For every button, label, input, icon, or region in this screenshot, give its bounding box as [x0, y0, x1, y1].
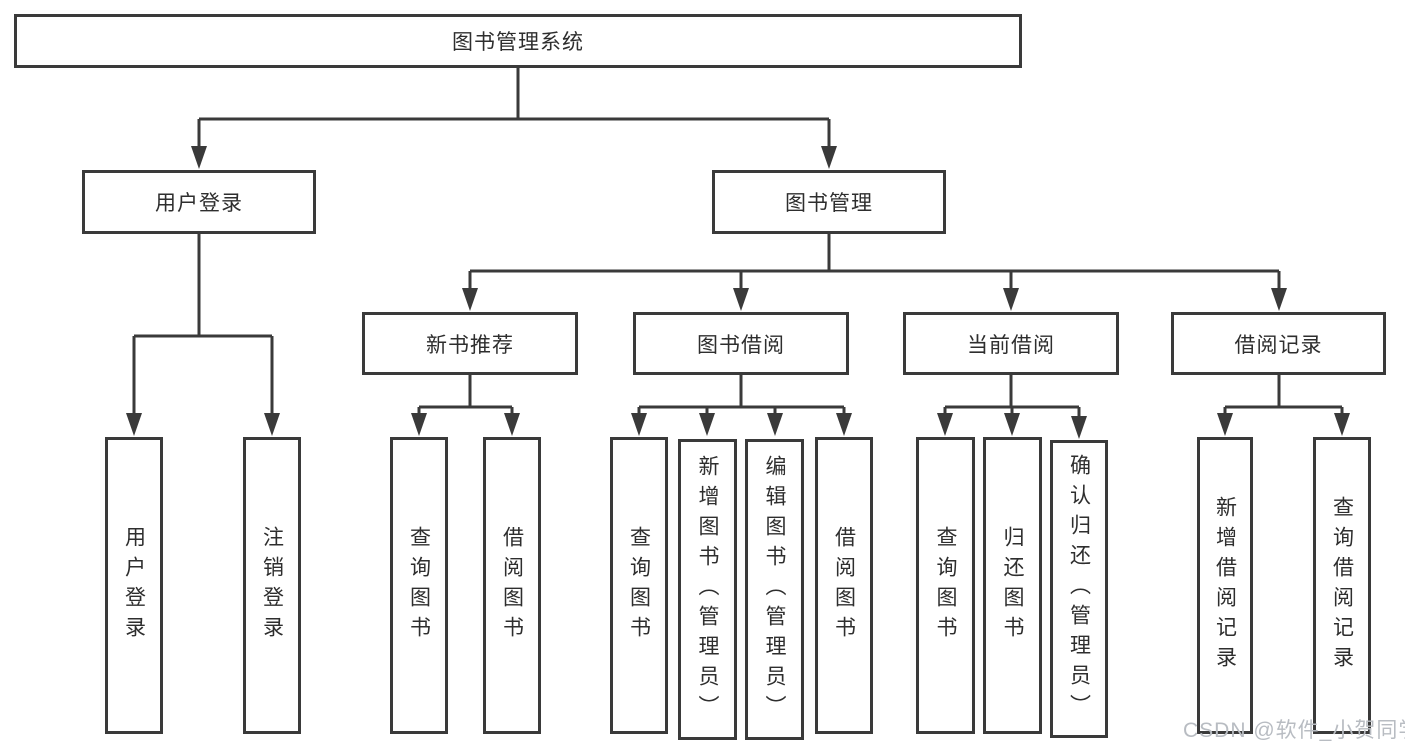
leaf-current-query-label: 查询图书	[934, 525, 958, 646]
node-system-root-label: 图书管理系统	[452, 31, 584, 54]
node-user-login: 用户登录	[82, 170, 316, 234]
arrowheads	[126, 146, 1350, 439]
leaf-records-add: 新增借阅记录	[1197, 437, 1253, 734]
node-borrow-records-label: 借阅记录	[1234, 333, 1323, 357]
leaf-borrow-edit-admin: 编辑图书（管理员）	[745, 439, 804, 740]
leaf-borrow-borrow: 借阅图书	[815, 437, 873, 734]
leaf-borrow-add-admin-label: 新增图书（管理员）	[696, 454, 720, 725]
leaf-newbooks-borrow-label: 借阅图书	[500, 525, 524, 646]
node-book-borrow: 图书借阅	[633, 312, 849, 375]
edge-borrow-to-leaves	[637, 375, 846, 415]
node-current-borrow-label: 当前借阅	[967, 333, 1055, 357]
leaf-newbooks-query-label: 查询图书	[407, 525, 431, 646]
node-borrow-records: 借阅记录	[1171, 312, 1386, 375]
leaf-user-login: 用户登录	[105, 437, 163, 734]
leaf-borrow-query-label: 查询图书	[627, 525, 651, 646]
leaf-records-query: 查询借阅记录	[1313, 437, 1371, 734]
leaf-borrow-add-admin: 新增图书（管理员）	[678, 439, 737, 740]
edge-bookmgmt-to-level3	[468, 234, 1281, 290]
csdn-watermark: CSDN @软件_小贺同学	[1183, 719, 1405, 742]
node-user-login-label: 用户登录	[155, 192, 243, 215]
leaf-records-query-label: 查询借阅记录	[1330, 495, 1354, 676]
edge-userlogin-to-leaves	[132, 234, 274, 414]
leaf-borrow-edit-admin-label: 编辑图书（管理员）	[763, 454, 787, 725]
leaf-borrow-borrow-label: 借阅图书	[832, 525, 856, 646]
node-new-book-recommend: 新书推荐	[362, 312, 578, 375]
leaf-current-query: 查询图书	[916, 437, 975, 734]
node-book-borrow-label: 图书借阅	[697, 333, 785, 357]
edge-current-to-leaves	[943, 375, 1081, 417]
leaf-logout-login: 注销登录	[243, 437, 301, 734]
leaf-current-return-label: 归还图书	[1001, 525, 1025, 646]
edge-records-to-leaves	[1223, 375, 1344, 415]
leaf-current-confirm-return-admin-label: 确认归还（管理员）	[1067, 454, 1091, 724]
leaf-records-add-label: 新增借阅记录	[1213, 495, 1237, 676]
leaf-newbooks-query: 查询图书	[390, 437, 448, 734]
node-book-management-label: 图书管理	[785, 192, 873, 215]
edge-newbooks-to-leaves	[417, 375, 514, 415]
leaf-current-return: 归还图书	[983, 437, 1042, 734]
edge-root-to-level2	[197, 68, 831, 148]
node-system-root: 图书管理系统	[14, 14, 1022, 68]
leaf-user-login-label: 用户登录	[122, 525, 146, 646]
leaf-borrow-query: 查询图书	[610, 437, 668, 734]
node-book-management: 图书管理	[712, 170, 946, 234]
node-new-book-recommend-label: 新书推荐	[426, 333, 514, 357]
leaf-newbooks-borrow: 借阅图书	[483, 437, 541, 734]
leaf-logout-login-label: 注销登录	[260, 525, 284, 646]
node-current-borrow: 当前借阅	[903, 312, 1119, 375]
leaf-current-confirm-return-admin: 确认归还（管理员）	[1050, 440, 1108, 738]
